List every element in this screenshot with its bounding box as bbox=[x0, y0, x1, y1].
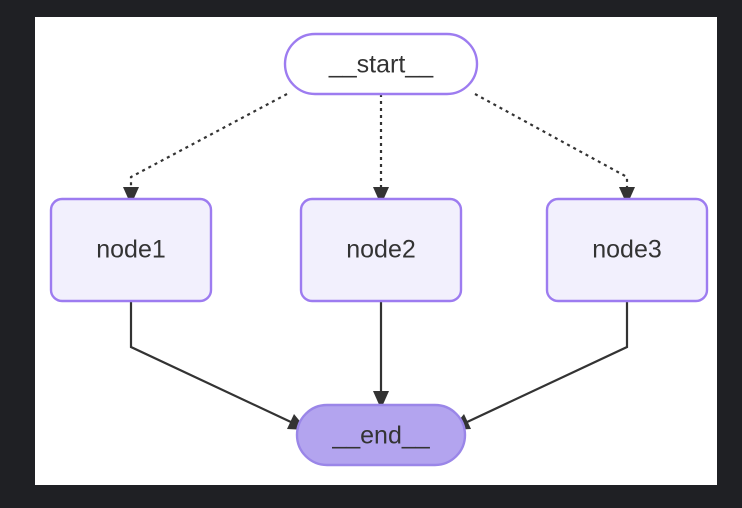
node-node2[interactable]: node2 bbox=[299, 197, 463, 303]
edge-node1-to-end bbox=[129, 301, 307, 430]
node-node3-label: node3 bbox=[592, 236, 662, 264]
node-node2-label: node2 bbox=[346, 236, 416, 264]
arrow-head-icon bbox=[373, 391, 389, 409]
node-start-label: __start__ bbox=[328, 51, 434, 79]
node-node3-shape[interactable] bbox=[545, 197, 709, 303]
node-node1-shape[interactable] bbox=[49, 197, 213, 303]
node-end-shape[interactable] bbox=[295, 403, 467, 467]
edge-start-to-node1 bbox=[123, 93, 288, 205]
node-node2-shape[interactable] bbox=[299, 197, 463, 303]
node-start-shape[interactable] bbox=[283, 32, 479, 96]
edge-start-to-node3 bbox=[474, 93, 635, 205]
node-end[interactable]: __end__ bbox=[295, 403, 467, 467]
edge-start-to-node2 bbox=[373, 94, 389, 205]
edge-node2-to-end bbox=[373, 301, 389, 409]
edge-path-node3-end bbox=[464, 301, 629, 424]
flowchart-graph[interactable]: __start__ node1 node2 node3 __end__ bbox=[35, 17, 717, 485]
arrow-head-icon bbox=[123, 187, 139, 205]
diagram-canvas[interactable]: __start__ node1 node2 node3 __end__ bbox=[35, 17, 717, 485]
node-node1[interactable]: node1 bbox=[49, 197, 213, 303]
arrow-head-icon bbox=[373, 187, 389, 205]
node-node3[interactable]: node3 bbox=[545, 197, 709, 303]
node-node1-label: node1 bbox=[96, 236, 166, 264]
node-end-label: __end__ bbox=[331, 422, 430, 450]
node-start[interactable]: __start__ bbox=[283, 32, 479, 96]
edge-path-node1-end bbox=[129, 301, 294, 424]
edge-path-start-node1 bbox=[129, 93, 288, 189]
edge-node3-to-end bbox=[451, 301, 629, 430]
edge-path-start-node3 bbox=[474, 93, 629, 189]
arrow-head-icon bbox=[619, 187, 635, 205]
